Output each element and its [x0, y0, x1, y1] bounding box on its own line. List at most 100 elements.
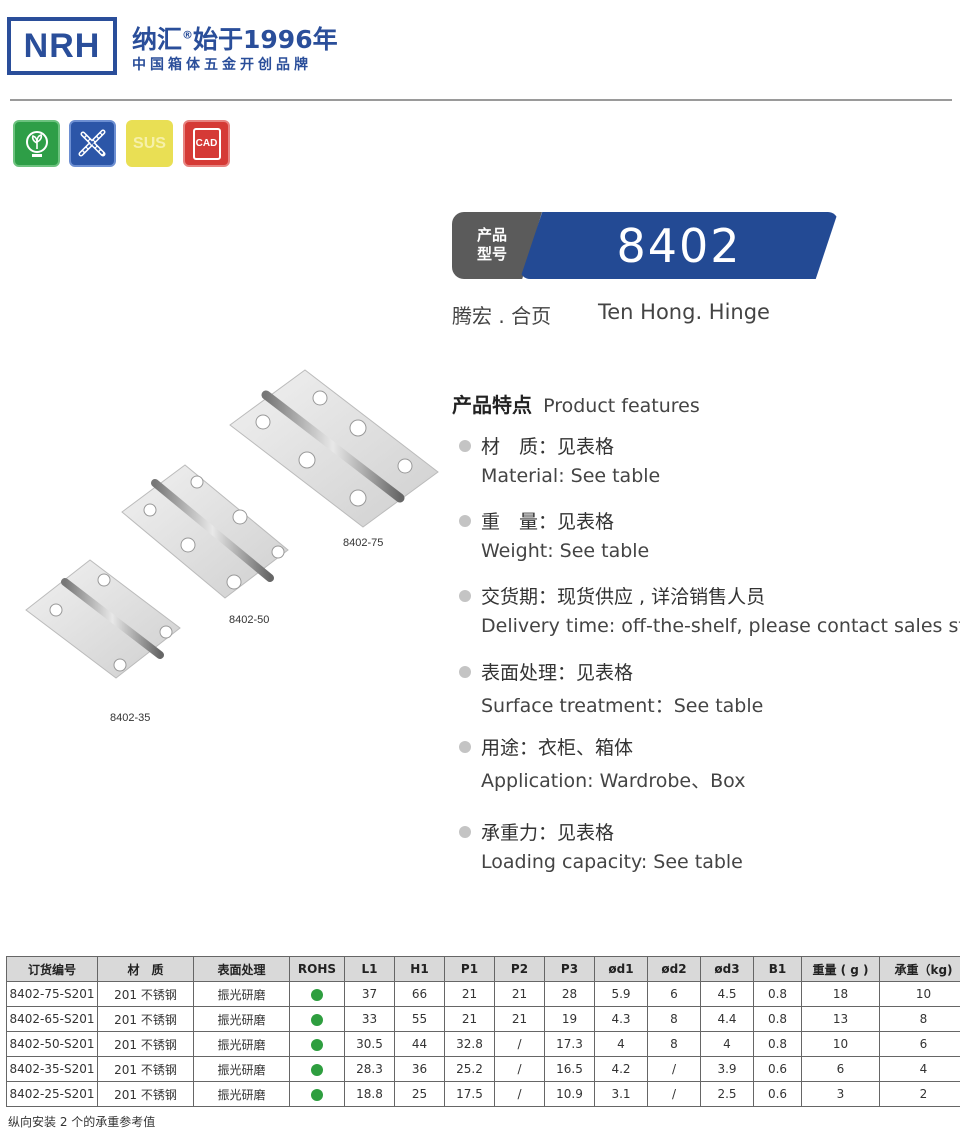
product-name-cn: 腾宏 . 合页 — [452, 304, 552, 328]
table-cell: 振光研磨 — [193, 1056, 290, 1082]
image-label-50: 8402-50 — [229, 614, 270, 626]
col-rohs: ROHS — [289, 956, 345, 982]
table-cell: 0.8 — [753, 981, 802, 1007]
table-cell: 6 — [801, 1056, 880, 1082]
image-label-35: 8402-35 — [110, 712, 151, 724]
table-cell: 201 不锈钢 — [97, 1006, 194, 1032]
table-cell: 201 不锈钢 — [97, 1081, 194, 1107]
table-cell: 振光研磨 — [193, 1031, 290, 1057]
table-cell: 4.4 — [700, 1006, 754, 1032]
col-material: 材 质 — [97, 956, 194, 982]
rohs-compliant-icon — [311, 1013, 323, 1026]
table-cell: 25 — [394, 1081, 445, 1107]
table-cell: 8 — [879, 1006, 960, 1032]
col-order-no: 订货编号 — [6, 956, 98, 982]
table-cell: 8 — [647, 1006, 701, 1032]
hinge-50 — [121, 464, 289, 599]
table-cell: 8402-35-S201 — [6, 1056, 98, 1082]
feature-en: Delivery time: off-the-shelf, please con… — [481, 615, 960, 637]
hinge-product-image — [25, 369, 439, 679]
table-cell: 18 — [801, 981, 880, 1007]
table-cell: 55 — [394, 1006, 445, 1032]
feature-cn: 重 量：见表格 — [481, 511, 615, 533]
table-cell: 18.8 — [344, 1081, 395, 1107]
product-name-en: Ten Hong. Hinge — [598, 300, 770, 324]
brand-title: 纳汇®始于1996年 — [132, 20, 338, 56]
rohs-cell — [289, 1081, 345, 1107]
brand-name: 纳汇 — [132, 25, 183, 54]
table-cell: 8402-25-S201 — [6, 1081, 98, 1107]
table-cell: 8 — [647, 1031, 701, 1057]
rohs-compliant-icon — [311, 1063, 323, 1076]
table-cell: 13 — [801, 1006, 880, 1032]
table-cell: 0.6 — [753, 1081, 802, 1107]
table-cell: 28 — [544, 981, 595, 1007]
table-cell: 10.9 — [544, 1081, 595, 1107]
model-tag-line1: 产品 — [476, 226, 507, 244]
table-cell: 201 不锈钢 — [97, 1056, 194, 1082]
table-cell: 2.5 — [700, 1081, 754, 1107]
table-cell: 振光研磨 — [193, 1006, 290, 1032]
table-cell: 25.2 — [444, 1056, 495, 1082]
table-cell: 36 — [394, 1056, 445, 1082]
rohs-cell — [289, 981, 345, 1007]
hinge-35 — [25, 559, 181, 679]
table-cell: 17.5 — [444, 1081, 495, 1107]
table-cell: 21 — [494, 981, 545, 1007]
cad-label: CAD — [195, 138, 218, 149]
image-label-75: 8402-75 — [343, 537, 384, 549]
table-cell: 4 — [700, 1031, 754, 1057]
rohs-compliant-icon — [311, 1038, 323, 1051]
table-cell: 振光研磨 — [193, 981, 290, 1007]
nrh-logo: NRH — [7, 17, 117, 75]
table-cell: 6 — [647, 981, 701, 1007]
feature-en: Weight: See table — [481, 540, 650, 562]
table-cell: 21 — [444, 1006, 495, 1032]
col-d1: ød1 — [594, 956, 648, 982]
table-cell: 8402-75-S201 — [6, 981, 98, 1007]
ruler-pencil-icon — [78, 129, 105, 156]
col-b1: B1 — [753, 956, 802, 982]
bullet-icon — [459, 741, 471, 753]
bullet-icon — [459, 666, 471, 678]
table-cell: 4.5 — [700, 981, 754, 1007]
col-p3: P3 — [544, 956, 595, 982]
table-cell: 21 — [444, 981, 495, 1007]
table-cell: 33 — [344, 1006, 395, 1032]
col-d3: ød3 — [700, 956, 754, 982]
brand-slogan: 中国箱体五金开创品牌 — [132, 57, 312, 73]
col-d2: ød2 — [647, 956, 701, 982]
table-cell: / — [494, 1081, 545, 1107]
table-cell: 0.8 — [753, 1031, 802, 1057]
eco-icon — [13, 120, 60, 167]
registered-mark: ® — [182, 28, 194, 42]
table-cell: 0.6 — [753, 1056, 802, 1082]
table-cell: 3.9 — [700, 1056, 754, 1082]
tools-icon — [69, 120, 116, 167]
table-cell: 201 不锈钢 — [97, 1031, 194, 1057]
table-cell: 4.3 — [594, 1006, 648, 1032]
table-cell: / — [494, 1031, 545, 1057]
feature-en: Material: See table — [481, 465, 661, 487]
bullet-icon — [459, 515, 471, 527]
col-l1: L1 — [344, 956, 395, 982]
brand-since: 始于1996年 — [193, 25, 338, 54]
sus-icon: SUS — [126, 120, 173, 167]
table-cell: 66 — [394, 981, 445, 1007]
table-cell: 4 — [879, 1056, 960, 1082]
table-cell: 8402-65-S201 — [6, 1006, 98, 1032]
sus-label: SUS — [133, 134, 166, 152]
table-cell: 5.9 — [594, 981, 648, 1007]
feature-en: Application: Wardrobe、Box — [481, 770, 746, 792]
logo-text: NRH — [23, 26, 101, 65]
col-surface: 表面处理 — [193, 956, 290, 982]
table-cell: 21 — [494, 1006, 545, 1032]
feature-cn: 材 质：见表格 — [481, 436, 615, 458]
feature-cn: 承重力：见表格 — [481, 822, 615, 844]
table-cell: / — [494, 1056, 545, 1082]
table-cell: 16.5 — [544, 1056, 595, 1082]
table-cell: 10 — [879, 981, 960, 1007]
